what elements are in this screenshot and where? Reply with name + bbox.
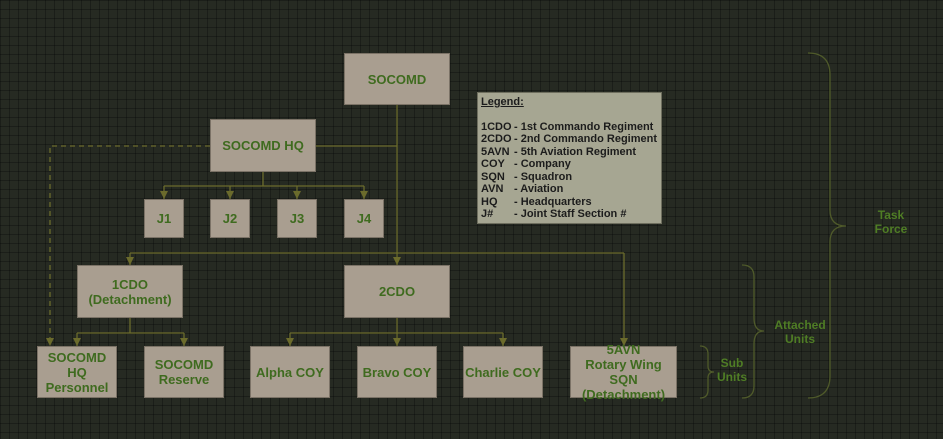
legend-entry: HQ - Headquarters xyxy=(481,196,658,209)
attached-units-brace xyxy=(741,264,765,399)
legend-entry: SQN - Squadron xyxy=(481,171,658,184)
j2-node: J2 xyxy=(210,199,250,238)
legend-entry: AVN - Aviation xyxy=(481,183,658,196)
arrowhead xyxy=(180,338,188,346)
hq-personnel-node: SOCOMD HQ Personnel xyxy=(37,346,117,398)
legend-abbr: 5AVN xyxy=(481,145,510,158)
charlie-coy-node: Charlie COY xyxy=(463,346,543,398)
legend-entry: 1CDO- 1st Commando Regiment xyxy=(481,121,658,134)
arrowhead xyxy=(499,338,507,346)
avn5-node: 5AVN Rotary Wing SQN (Detachment) xyxy=(570,342,677,402)
legend-title: Legend: xyxy=(481,96,524,108)
legend-meaning: - Aviation xyxy=(514,183,564,195)
legend-abbr: AVN xyxy=(481,183,504,195)
arrowhead xyxy=(286,338,294,346)
legend-meaning: - Joint Staff Section # xyxy=(514,208,627,220)
legend-entry: COY - Company xyxy=(481,158,658,171)
legend-meaning: - Company xyxy=(514,158,571,170)
legend-meaning: - Headquarters xyxy=(514,195,592,208)
legend-meaning: - 5th Aviation Regiment xyxy=(514,145,637,158)
socomd-hq-node: SOCOMD HQ xyxy=(210,119,316,172)
task-force-brace xyxy=(807,52,847,399)
sub-units-label: Sub Units xyxy=(717,356,747,384)
arrowhead xyxy=(393,257,401,265)
attached-units-label: Attached Units xyxy=(774,318,826,346)
sub-units-brace xyxy=(699,345,715,399)
alpha-coy-node: Alpha COY xyxy=(250,346,330,398)
legend-entry: 5AVN - 5th Aviation Regiment xyxy=(481,146,658,159)
legend-entry: J# - Joint Staff Section # xyxy=(481,208,658,221)
legend-abbr: HQ xyxy=(481,195,498,208)
arrowhead xyxy=(73,338,81,346)
legend-meaning: - Squadron xyxy=(514,170,573,183)
legend-meaning: - 1st Commando Regiment xyxy=(514,120,654,133)
arrowhead xyxy=(620,338,628,346)
legend-abbr: 1CDO xyxy=(481,120,512,133)
cdo2-node: 2CDO xyxy=(344,265,450,318)
socomd-node: SOCOMD xyxy=(344,53,450,105)
socomd-reserve-node: SOCOMD Reserve xyxy=(144,346,224,398)
legend-box: Legend: 1CDO- 1st Commando Regiment 2CDO… xyxy=(477,92,662,224)
j4-node: J4 xyxy=(344,199,384,238)
arrowhead xyxy=(393,338,401,346)
arrowhead xyxy=(360,191,368,199)
arrowhead xyxy=(46,338,54,346)
legend-entry: 2CDO- 2nd Commando Regiment xyxy=(481,133,658,146)
arrowhead xyxy=(126,257,134,265)
legend-abbr: COY xyxy=(481,158,505,170)
task-force-label: Task Force xyxy=(874,208,908,236)
arrowhead xyxy=(293,191,301,199)
j1-node: J1 xyxy=(144,199,184,238)
legend-abbr: SQN xyxy=(481,170,505,183)
j3-node: J3 xyxy=(277,199,317,238)
legend-meaning: - 2nd Commando Regiment xyxy=(514,133,658,145)
legend-abbr: J# xyxy=(481,208,494,220)
bravo-coy-node: Bravo COY xyxy=(357,346,437,398)
arrowhead xyxy=(226,191,234,199)
cdo1-node: 1CDO (Detachment) xyxy=(77,265,183,318)
arrowhead xyxy=(160,191,168,199)
legend-abbr: 2CDO xyxy=(481,133,512,145)
